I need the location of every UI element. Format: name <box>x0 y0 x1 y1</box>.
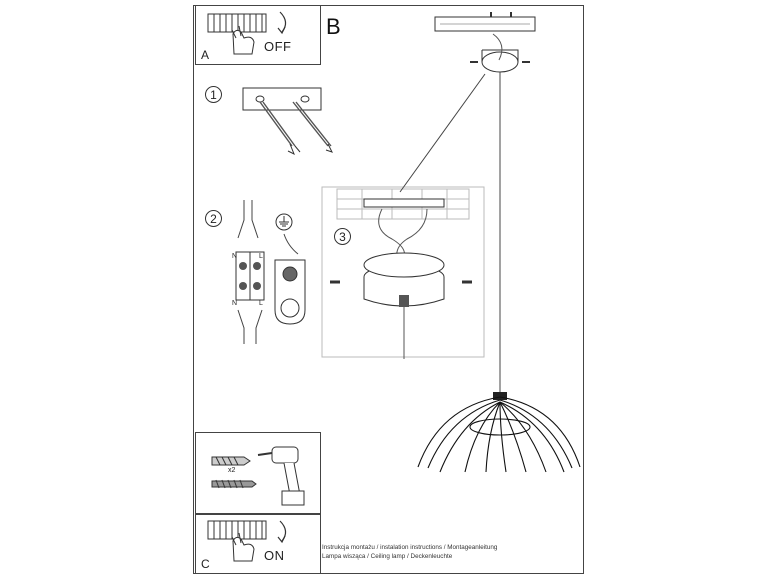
ground-terminal-diagram <box>274 213 306 325</box>
mounting-bracket-wires <box>242 87 333 156</box>
rotate-arrow-icon <box>277 11 287 35</box>
panel-tools: x2 <box>195 432 321 514</box>
panel-a-label: A <box>201 48 210 62</box>
panel-b-label: B <box>326 14 341 39</box>
panel-power-off: A OFF <box>195 5 321 65</box>
pendant-lamp-illustration <box>399 12 581 473</box>
rotate-arrow-icon <box>277 520 287 544</box>
terminal-block-diagram <box>235 200 265 344</box>
live-top-label: L <box>259 253 263 260</box>
instruction-sheet-frame <box>193 5 584 574</box>
step-1-number: 1 <box>205 86 222 103</box>
fuse-box-icon <box>207 520 267 562</box>
fuse-box-icon <box>207 13 267 55</box>
canopy-detail-view <box>321 186 485 359</box>
wall-anchor-screw-icon <box>211 456 257 489</box>
power-drill-icon <box>257 446 305 506</box>
power-off-text: OFF <box>264 39 292 54</box>
step-3-number: 3 <box>334 228 351 245</box>
caption-line-2: Lampa wisząca / Ceiling lamp / Deckenleu… <box>322 553 453 560</box>
step-2-number: 2 <box>205 210 222 227</box>
panel-c-label: C <box>201 557 210 571</box>
live-bottom-label: L <box>259 300 263 307</box>
neutral-top-label: N <box>232 253 238 260</box>
power-on-text: ON <box>264 548 285 563</box>
caption-line-1: Instrukcja montażu / instalation instruc… <box>322 544 498 551</box>
anchor-count-label: x2 <box>228 467 236 474</box>
panel-power-on: C ON <box>195 514 321 574</box>
neutral-bottom-label: N <box>232 300 238 307</box>
